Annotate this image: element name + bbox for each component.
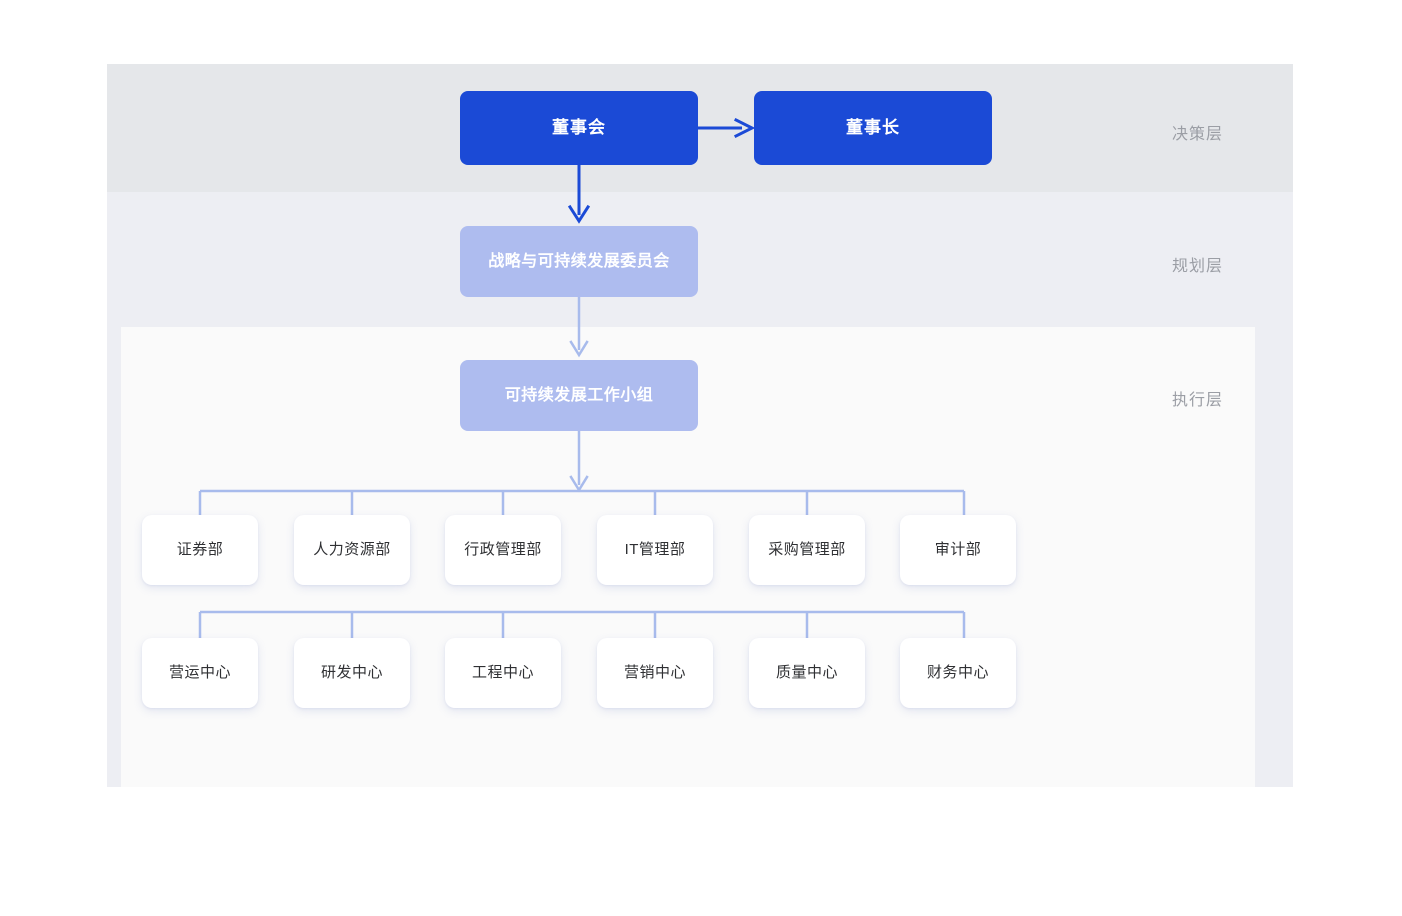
layer-label-execution: 执行层 [1172, 392, 1224, 409]
layer-label-decision: 决策层 [1172, 126, 1224, 143]
node-center-4[interactable]: 营销中心 [597, 638, 713, 708]
node-department-2[interactable]: 人力资源部 [294, 515, 410, 585]
node-department-4[interactable]: IT管理部 [597, 515, 713, 585]
layer-band-decision [107, 64, 1293, 192]
node-center-5[interactable]: 质量中心 [749, 638, 865, 708]
node-center-1[interactable]: 营运中心 [142, 638, 258, 708]
node-department-5[interactable]: 采购管理部 [749, 515, 865, 585]
node-department-1[interactable]: 证券部 [142, 515, 258, 585]
node-department-3[interactable]: 行政管理部 [445, 515, 561, 585]
node-board-of-directors[interactable]: 董事会 [460, 91, 698, 165]
node-department-6[interactable]: 审计部 [900, 515, 1016, 585]
node-strategy-sustainability-committee[interactable]: 战略与可持续发展委员会 [460, 226, 698, 297]
node-center-6[interactable]: 财务中心 [900, 638, 1016, 708]
node-center-2[interactable]: 研发中心 [294, 638, 410, 708]
node-center-3[interactable]: 工程中心 [445, 638, 561, 708]
layer-label-planning: 规划层 [1172, 258, 1224, 275]
node-sustainability-workgroup[interactable]: 可持续发展工作小组 [460, 360, 698, 431]
node-chairman[interactable]: 董事长 [754, 91, 992, 165]
